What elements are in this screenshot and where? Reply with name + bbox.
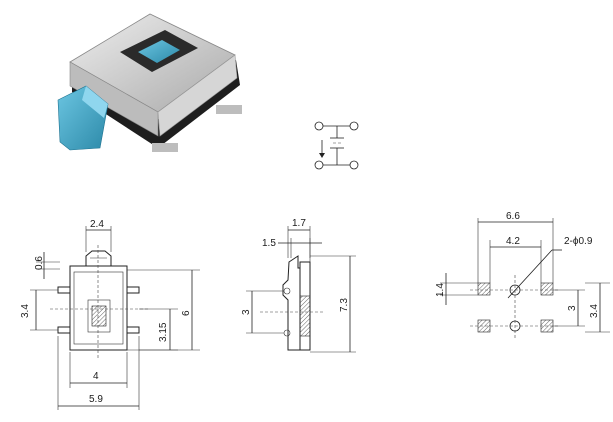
dim-pitch-v-inner: 3 — [567, 305, 578, 311]
dim-height: 6 — [181, 310, 192, 316]
dim-pad-size: 1.4 — [435, 283, 446, 297]
dim-pin-height: 0.6 — [34, 256, 45, 270]
dim-inner-width: 4 — [93, 371, 99, 382]
dim-outer-pitch: 6.6 — [506, 211, 520, 222]
dim-pin-pitch: 3.4 — [20, 304, 31, 318]
pin — [57, 326, 71, 334]
solder-tab — [216, 105, 242, 114]
terminal — [314, 160, 324, 170]
schematic-symbol — [314, 121, 359, 170]
top-view: 2.4 0.6 3.4 3.15 6 4 5.9 — [20, 219, 200, 410]
terminal — [349, 160, 359, 170]
dim-pitch-v-outer: 3.4 — [589, 304, 600, 318]
pin — [126, 286, 140, 294]
terminal — [349, 121, 359, 131]
pad — [540, 282, 554, 296]
actuator-highlight — [82, 86, 108, 118]
pad — [477, 282, 491, 296]
dim-depth-total: 1.7 — [292, 218, 306, 229]
metal-skirt — [157, 54, 238, 137]
dim-height-total: 7.3 — [339, 298, 350, 312]
pin — [126, 326, 140, 334]
actuator-outline — [85, 250, 112, 267]
dim-depth-step: 1.5 — [262, 238, 276, 249]
slider-knob — [138, 40, 180, 63]
dim-inner-pitch: 4.2 — [506, 236, 520, 247]
slider-section — [91, 305, 107, 327]
terminal — [314, 121, 324, 131]
product-render — [57, 13, 242, 152]
side-view: 1.7 1.5 3 7.3 — [241, 218, 356, 353]
dim-height-left: 3 — [241, 309, 252, 315]
side-section — [299, 295, 311, 337]
side-profile — [282, 255, 301, 351]
hole-callout: 2-ϕ0.9 — [564, 236, 593, 247]
dim-width-top: 2.4 — [90, 219, 104, 230]
dim-center-offset: 3.15 — [158, 322, 169, 342]
dim-overall-width: 5.9 — [89, 394, 103, 405]
pad — [477, 319, 491, 333]
metal-skirt — [69, 61, 159, 137]
solder-tab — [152, 143, 178, 152]
pcb-footprint: 6.6 4.2 2-ϕ0.9 1.4 3 3.4 — [435, 211, 610, 340]
pin — [57, 286, 71, 294]
